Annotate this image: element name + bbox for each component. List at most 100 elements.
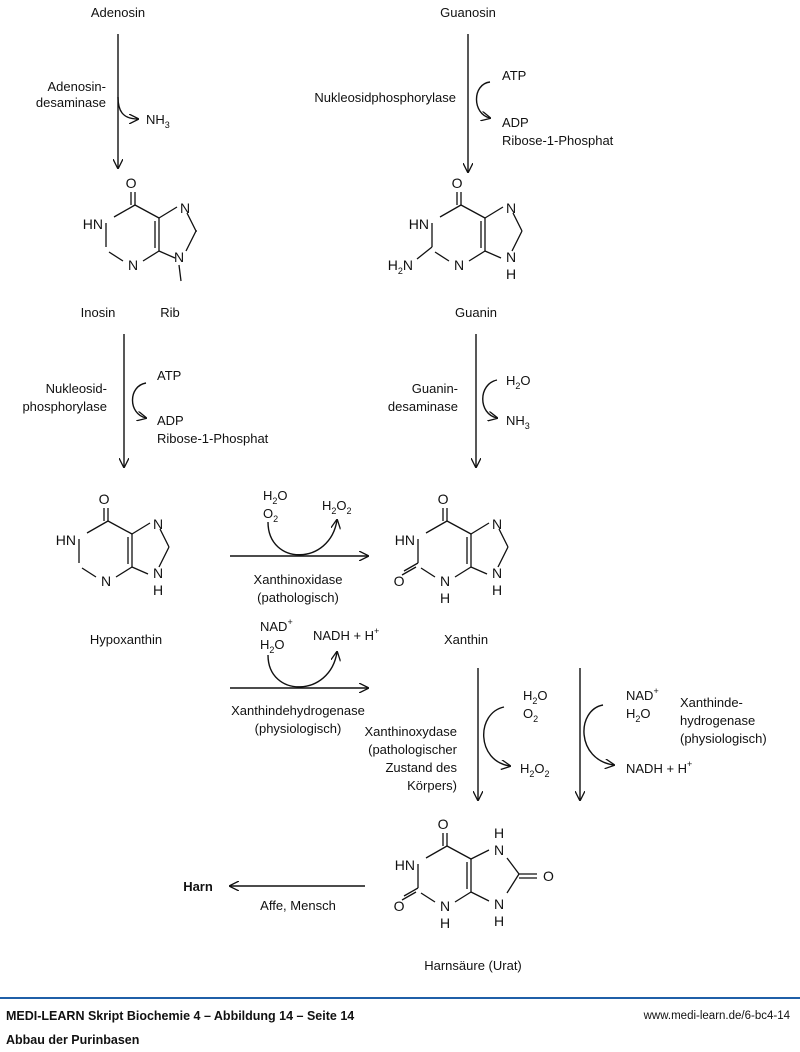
xanthinde-label-3: (physiologisch) — [680, 731, 767, 746]
svg-text:N: N — [454, 257, 464, 273]
rib-label: Rib — [160, 305, 180, 320]
svg-text:HN: HN — [83, 216, 103, 232]
atp-label-2: ATP — [157, 368, 181, 383]
nh3-label: NH3 — [146, 112, 170, 130]
side-arrow-h2o-nh3 — [482, 379, 497, 418]
svg-text:O: O — [452, 175, 463, 191]
side-arrow-atp-adp-2 — [131, 382, 147, 418]
adp-label-2: ADP — [157, 413, 184, 428]
footer-url: www.medi-learn.de/6-bc4-14 — [643, 1010, 790, 1022]
svg-text:N: N — [128, 257, 138, 273]
svg-text:H: H — [494, 913, 504, 929]
nadh-label-1: NADH + H+ — [313, 626, 379, 643]
harn-label: Harn — [183, 879, 213, 894]
svg-text:H: H — [492, 582, 502, 598]
hypoxanthin-label: Hypoxanthin — [90, 632, 162, 647]
purine-degradation-diagram: Adenosin Adenosin- desaminase NH3 O HN N… — [22, 5, 767, 973]
svg-text:N: N — [494, 842, 504, 858]
footer-subtitle: Abbau der Purinbasen — [6, 1033, 140, 1047]
xanthinoxidase-label: Xanthinoxidase — [254, 572, 343, 587]
ribose-label-1: Ribose-1-Phosphat — [502, 133, 614, 148]
affe-mensch-label: Affe, Mensch — [260, 898, 336, 913]
svg-text:O: O — [438, 816, 449, 832]
nukleosidphosphorylase-label: Nukleosidphosphorylase — [314, 90, 456, 105]
svg-text:O: O — [126, 175, 137, 191]
h2o-label-4: H2O — [523, 688, 548, 706]
xanthinoxydase-label: Xanthinoxydase — [364, 724, 457, 739]
nad-label-1: NAD+ — [260, 617, 293, 634]
xanthinde-label-2: hydrogenase — [680, 713, 755, 728]
pathologisch-label: (pathologisch) — [257, 590, 339, 605]
guanin-desaminase-label-2: desaminase — [388, 399, 458, 414]
physiologisch-label: (physiologisch) — [255, 721, 342, 736]
h2o-label-2: H2O — [263, 488, 288, 506]
svg-text:O: O — [394, 573, 405, 589]
harnsaeure-label: Harnsäure (Urat) — [424, 958, 522, 973]
xanthin-structure: O HN O N H N N H — [394, 491, 509, 606]
guanosin-label: Guanosin — [440, 5, 496, 20]
side-arrow-nad-nadh-2 — [583, 704, 614, 765]
guanin-structure: O HN N N N H H2N — [388, 175, 523, 282]
side-arrow-o2-h2o2 — [267, 520, 337, 556]
footer-divider — [0, 997, 800, 999]
svg-text:HN: HN — [56, 532, 76, 548]
o2-label-1: O2 — [263, 506, 278, 524]
svg-text:H: H — [440, 590, 450, 606]
h2o-label-3: H2O — [260, 637, 285, 655]
svg-text:H: H — [506, 266, 516, 282]
svg-text:N: N — [174, 249, 184, 265]
svg-text:O: O — [438, 491, 449, 507]
svg-text:HN: HN — [395, 857, 415, 873]
svg-text:N: N — [180, 200, 190, 216]
svg-text:N: N — [506, 200, 516, 216]
side-arrow-nh3 — [117, 96, 138, 119]
svg-text:H: H — [494, 825, 504, 841]
svg-text:O: O — [394, 898, 405, 914]
adp-label-1: ADP — [502, 115, 529, 130]
adenosin-label: Adenosin — [91, 5, 145, 20]
nukleosid-phos-label-2: phosphorylase — [22, 399, 107, 414]
nad-label-2: NAD+ — [626, 686, 659, 703]
xanthin-label: Xanthin — [444, 632, 488, 647]
nadh-label-2: NADH + H+ — [626, 759, 692, 776]
svg-text:N: N — [101, 573, 111, 589]
side-arrow-nad-nadh-1 — [267, 652, 337, 688]
svg-text:N: N — [492, 516, 502, 532]
svg-text:O: O — [99, 491, 110, 507]
pathologischer-label: (pathologischer — [368, 742, 458, 757]
svg-text:HN: HN — [395, 532, 415, 548]
svg-text:H2N: H2N — [388, 257, 413, 276]
o2-label-2: O2 — [523, 706, 538, 724]
svg-text:N: N — [492, 565, 502, 581]
svg-text:N: N — [153, 516, 163, 532]
hypoxanthin-structure: O HN N N N H — [56, 491, 170, 598]
zustand-des-label: Zustand des — [385, 760, 457, 775]
svg-text:HN: HN — [409, 216, 429, 232]
footer-title: MEDI-LEARN Skript Biochemie 4 – Abbildun… — [6, 1009, 355, 1023]
nh3-label-2: NH3 — [506, 413, 530, 431]
adenosin-desaminase-label-2: desaminase — [36, 95, 106, 110]
inosin-label: Inosin — [81, 305, 116, 320]
xanthindehydrogenase-label: Xanthindehydrogenase — [231, 703, 365, 718]
h2o2-label-2: H2O2 — [520, 761, 550, 779]
svg-text:N: N — [494, 896, 504, 912]
svg-text:N: N — [153, 565, 163, 581]
nukleosid-phos-label-1: Nukleosid- — [46, 381, 107, 396]
guanin-label: Guanin — [455, 305, 497, 320]
svg-text:H: H — [440, 915, 450, 931]
h2o2-label-1: H2O2 — [322, 498, 352, 516]
atp-label-1: ATP — [502, 68, 526, 83]
guanin-desaminase-label-1: Guanin- — [412, 381, 458, 396]
harnsaeure-structure: O HN O N H H N N H O — [394, 816, 554, 931]
adenosin-desaminase-label: Adenosin- — [47, 79, 106, 94]
h2o-label-1: H2O — [506, 373, 531, 391]
svg-text:N: N — [506, 249, 516, 265]
svg-text:H: H — [153, 582, 163, 598]
svg-text:N: N — [440, 898, 450, 914]
h2o-label-5: H2O — [626, 706, 651, 724]
svg-text:N: N — [440, 573, 450, 589]
koerpers-label: Körpers) — [407, 778, 457, 793]
ribose-label-2: Ribose-1-Phosphat — [157, 431, 269, 446]
svg-text:O: O — [543, 868, 554, 884]
xanthinde-label-1: Xanthinde- — [680, 695, 743, 710]
